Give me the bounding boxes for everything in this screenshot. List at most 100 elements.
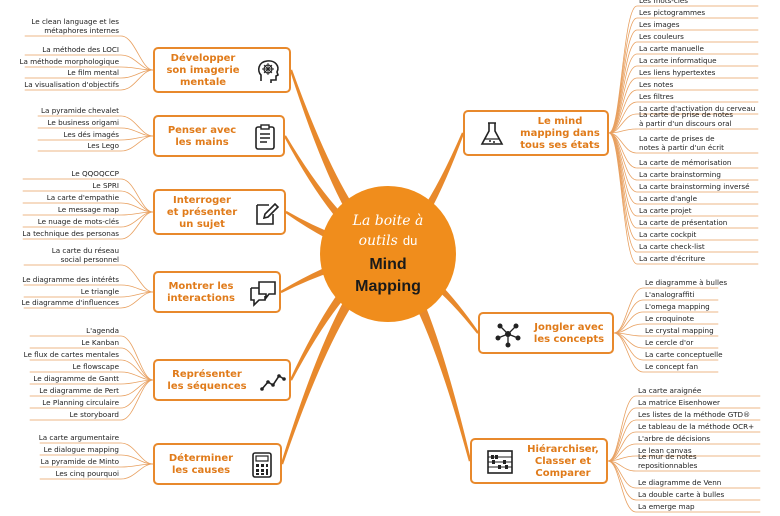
line-chart-icon	[259, 369, 287, 397]
leaf-item: Les mots-clés	[639, 0, 688, 5]
leaf-connector	[607, 431, 761, 462]
leaf-item: La carte conceptuelle	[645, 350, 723, 359]
leaf-connector	[39, 454, 154, 465]
center-title-line4: Mapping	[355, 278, 421, 295]
leaf-item: Le croquinote	[645, 314, 695, 323]
leaf-connector	[37, 135, 154, 141]
branch-label: Montrer les interactions	[167, 281, 235, 304]
leaf-item: Le storyboard	[69, 410, 119, 419]
leaf-connector	[23, 291, 154, 309]
center-title-line2b: du	[402, 233, 418, 248]
leaf-connector	[22, 211, 154, 216]
leaf-connector	[39, 463, 154, 468]
leaf-connector	[607, 460, 761, 472]
leaf-connector	[37, 127, 154, 137]
leaf-connector	[37, 115, 154, 137]
leaf-connector	[39, 463, 154, 480]
leaf-connector	[22, 211, 154, 240]
leaf-item: La matrice Eisenhower	[638, 398, 720, 407]
branch-representer-sequences[interactable]: Représenter les séquences	[153, 359, 291, 401]
leaf-item: La carte de prises de notes à partir d'u…	[639, 134, 724, 152]
leaf-item: Le concept fan	[645, 362, 699, 371]
leaf-item: L'agenda	[86, 326, 119, 335]
leaf-item: Le diagramme de Gantt	[33, 374, 119, 383]
leaf-item: La carte araignée	[638, 386, 702, 395]
leaf-item: Les liens hypertextes	[639, 68, 716, 77]
leaf-connector	[613, 332, 719, 373]
branch-interroger-presenter[interactable]: Interroger et présenter un sujet	[153, 189, 286, 235]
leaf-item: Le diagramme de Pert	[39, 386, 119, 395]
branch-jongler-concepts[interactable]: Jongler avec les concepts	[478, 312, 614, 354]
leaf-connector	[607, 460, 761, 513]
leaf-item: Le lean canvas	[638, 446, 692, 455]
leaf-item: Les pictogrammes	[639, 8, 706, 17]
leaf-connector	[608, 101, 759, 134]
leaf-connector	[29, 347, 154, 381]
leaf-item: La technique des personas	[22, 229, 119, 238]
leaf-item: La double carte à bulles	[638, 490, 725, 499]
leaf-connector	[22, 178, 154, 213]
network-nodes-icon	[494, 320, 522, 352]
leaf-connector	[608, 77, 759, 134]
leaf-connector	[22, 190, 154, 213]
leaf-connector	[23, 284, 154, 293]
leaf-item: La méthode morphologique	[19, 57, 119, 66]
branch-label: Développer son imagerie mentale	[166, 53, 240, 88]
leaf-item: La carte de mémorisation	[639, 158, 732, 167]
center-title-line2a: outils	[358, 233, 398, 249]
leaf-item: La carte informatique	[639, 56, 717, 65]
leaf-item: La carte brainstorming inversé	[639, 182, 750, 191]
leaf-item: Le film mental	[67, 68, 119, 77]
speech-bubbles-icon	[247, 278, 279, 312]
branch-determiner-causes[interactable]: Déterminer les causes	[153, 443, 282, 485]
leaf-item: Le business origami	[47, 118, 119, 127]
leaf-item: Le dialogue mapping	[43, 445, 119, 454]
leaf-item: La carte du réseau social personnel	[51, 246, 119, 264]
leaf-item: Le diagramme d'influences	[21, 298, 119, 307]
leaf-connector	[39, 442, 154, 465]
leaf-item: Les filtres	[639, 92, 674, 101]
leaf-item: La emerge map	[638, 502, 695, 511]
leaf-item: Le nuage de mots-clés	[37, 217, 119, 226]
leaf-connector	[24, 35, 154, 71]
leaf-item: La carte brainstorming	[639, 170, 721, 179]
leaf-item: La carte d'angle	[639, 194, 698, 203]
leaf-item: L'arbre de décisions	[638, 434, 711, 443]
branch-hierarchiser-classer[interactable]: Hiérarchiser, Classer et Comparer	[470, 438, 608, 484]
leaf-item: Le Planning circulaire	[42, 398, 119, 407]
leaf-connector	[607, 395, 761, 462]
leaf-item: Les notes	[639, 80, 674, 89]
leaf-connector	[608, 53, 759, 134]
calculator-icon	[250, 451, 274, 483]
leaf-item: Les listes de la méthode GTD®	[638, 410, 751, 419]
leaf-connector	[29, 371, 154, 381]
leaf-connector	[24, 54, 154, 71]
leaf-item: Le SPRI	[92, 181, 119, 190]
leaf-connector	[23, 264, 154, 293]
leaf-connector	[608, 113, 759, 134]
branch-mind-mapping-etats[interactable]: Le mind mapping dans tous ses états	[463, 110, 609, 156]
branch-label: Déterminer les causes	[168, 453, 234, 476]
branch-label: Hiérarchiser, Classer et Comparer	[527, 444, 599, 479]
leaf-item: Le triangle	[80, 287, 119, 296]
leaf-connector	[22, 202, 154, 213]
leaf-item: L'analograffiti	[645, 290, 695, 299]
branch-montrer-interactions[interactable]: Montrer les interactions	[153, 271, 281, 313]
branch-developper-imagerie[interactable]: Développer son imagerie mentale	[153, 47, 291, 93]
leaf-item: Les cinq pourquoi	[55, 469, 119, 478]
leaf-item: La carte argumentaire	[38, 433, 119, 442]
abacus-icon	[486, 448, 514, 480]
center-title-line1: La boite à	[352, 213, 424, 229]
leaf-connector	[23, 291, 154, 298]
branch-penser-mains[interactable]: Penser avec les mains	[153, 115, 285, 157]
leaf-item: Le flowscape	[72, 362, 119, 371]
leaf-item: Le tableau de la méthode OCR+	[638, 422, 755, 431]
branch-label: Représenter les séquences	[167, 369, 247, 392]
leaf-item: La carte d'empathie	[46, 193, 119, 202]
leaf-item: La pyramide chevalet	[41, 106, 119, 115]
leaf-item: Le diagramme à bulles	[645, 278, 728, 287]
branch-label: Penser avec les mains	[167, 125, 237, 148]
central-topic: La boite à outils du Mind Mapping	[320, 186, 456, 322]
leaf-item: Le clean language et les métaphores inte…	[31, 17, 119, 35]
leaf-item: La carte check-list	[639, 242, 705, 251]
